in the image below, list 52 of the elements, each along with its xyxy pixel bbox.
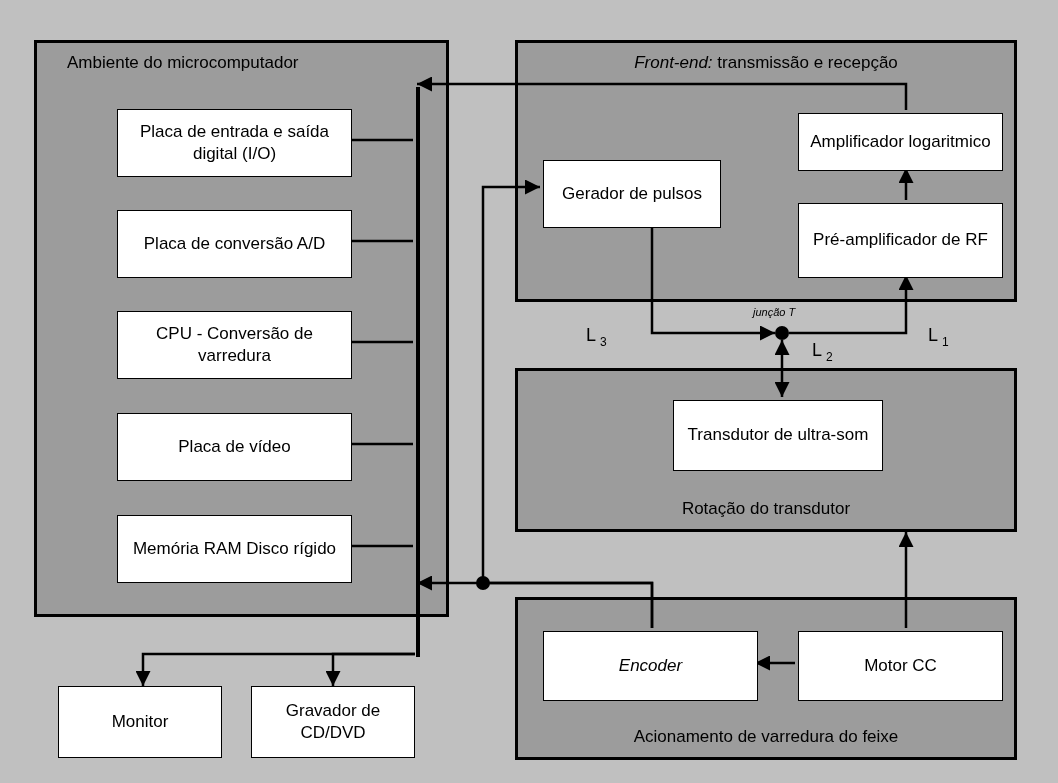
connector-line — [349, 544, 413, 548]
arrow — [789, 275, 914, 335]
connector-line — [349, 340, 413, 344]
box-label: CPU - Conversão de varredura — [155, 322, 314, 367]
junction-label: junção T — [753, 306, 796, 318]
arrow — [774, 340, 790, 397]
arrow — [898, 168, 914, 200]
process-box — [673, 400, 883, 471]
junction-dot — [775, 326, 789, 340]
process-box — [117, 210, 352, 278]
panel-title: Acionamento de varredura do feixe — [632, 727, 900, 747]
connector-line — [349, 442, 413, 446]
line-label: L$_{3}$ — [586, 325, 607, 349]
box-label: Amplificador logaritmico — [810, 130, 991, 153]
connector-line — [349, 138, 413, 142]
box-label: Placa de vídeo — [178, 435, 291, 458]
process-box — [117, 515, 352, 583]
arrow — [898, 532, 914, 628]
process-box — [798, 113, 1003, 171]
process-box — [58, 686, 222, 758]
process-box — [543, 631, 758, 701]
process-box — [117, 109, 352, 177]
arrow — [417, 76, 908, 110]
process-box — [251, 686, 415, 758]
box-label: Pré-amplificador de RF — [813, 229, 988, 252]
box-label: Encoder — [618, 654, 683, 677]
box-label: Gravador de CD/DVD — [284, 699, 382, 744]
panel-title: Ambiente do microcomputador — [66, 53, 300, 73]
box-label: Transdutor de ultra-som — [687, 424, 869, 447]
box-label: Memória RAM Disco rígido — [132, 537, 337, 560]
process-box — [117, 413, 352, 481]
box-label: Monitor — [111, 710, 169, 733]
process-box — [798, 631, 1003, 701]
arrow — [325, 652, 415, 686]
line-label: L$_{1}$ — [928, 325, 949, 349]
process-box — [543, 160, 721, 228]
arrow — [755, 655, 795, 671]
group-panel — [515, 597, 1017, 760]
arrow — [650, 225, 775, 341]
arrow — [481, 179, 654, 628]
box-label: Placa de entrada e saída digital (I/O) — [139, 120, 330, 165]
panel-title: Rotação do transdutor — [680, 499, 852, 519]
connector-line — [349, 239, 413, 243]
box-label: Motor CC — [864, 654, 937, 677]
process-box — [798, 203, 1003, 278]
panel-title: Front-end: transmissão e recepção — [633, 53, 899, 73]
box-label: Gerador de pulsos — [562, 182, 702, 205]
box-label: Placa de conversão A/D — [143, 232, 326, 255]
group-panel — [515, 368, 1017, 532]
group-panel — [515, 40, 1017, 302]
line-label: L$_{2}$ — [812, 340, 833, 364]
process-box — [117, 311, 352, 379]
